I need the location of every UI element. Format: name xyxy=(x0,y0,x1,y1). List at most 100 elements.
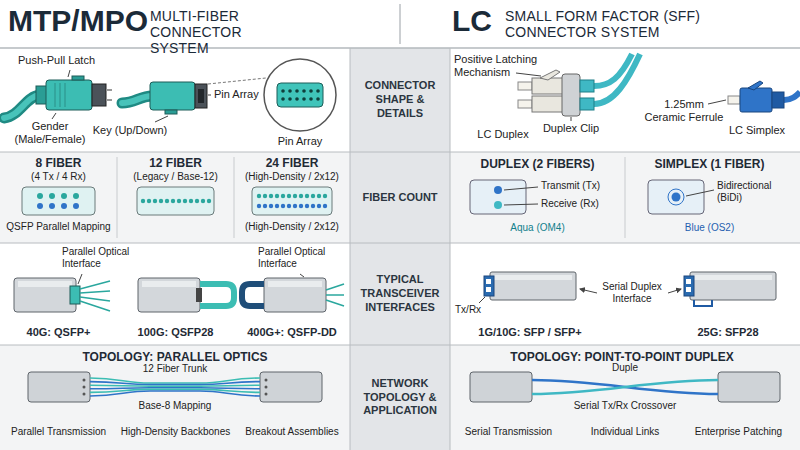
duplex-topology-part xyxy=(470,372,532,402)
mpo-female-connector-part xyxy=(122,96,152,103)
fiber-count-icons-part xyxy=(672,193,681,202)
pin-array-callout xyxy=(264,59,336,131)
label-text: Pin Array xyxy=(214,88,259,101)
label-text: Parallel Optical Interface xyxy=(62,246,147,270)
sfp-modules-part xyxy=(694,300,712,306)
row-header-cell: FIBER COUNT xyxy=(350,152,450,243)
fiber-count-icons-part xyxy=(141,199,211,203)
qsfp-modules-part xyxy=(80,291,110,293)
mpo-male-connector-part xyxy=(68,70,70,77)
fiber-count-icons-part xyxy=(668,189,684,205)
fiber-count-icons-part-part xyxy=(299,204,303,208)
fiber-count-icons-part xyxy=(22,187,95,215)
qsfp-modules-part xyxy=(196,288,202,302)
label-text: Serial Duplex Interface xyxy=(597,281,667,305)
label-text: Duplex Clip xyxy=(536,122,606,135)
label-text: Aqua (OM4) xyxy=(450,222,625,234)
mpo-female-connector-part xyxy=(195,84,207,108)
duplex-topology-part xyxy=(532,380,718,394)
label-text: LC Duplex xyxy=(468,128,538,141)
sfp-modules-part xyxy=(494,275,572,280)
fiber-count-icons-part-part xyxy=(275,204,279,208)
lc-duplex-connector-part xyxy=(594,54,640,104)
mpo-male-connector xyxy=(4,70,112,119)
label-text: Serial Tx/Rx Crossover xyxy=(565,400,685,412)
sfp-modules-part xyxy=(490,272,576,300)
background-grid-part xyxy=(0,345,800,346)
fiber-count-icons-part-part xyxy=(305,194,309,198)
duplex-topology-part xyxy=(718,372,780,402)
mpo-male-connector-part xyxy=(106,99,112,101)
sfp-modules-part xyxy=(668,289,681,293)
background-grid-part xyxy=(400,4,401,44)
qsfp-modules-part xyxy=(14,278,76,312)
label-text: Tx/Rx xyxy=(455,304,481,316)
pin-array-callout-part xyxy=(281,89,285,93)
parallel-topology-part xyxy=(83,379,86,382)
title-text: SMALL FORM FACTOR (SFF) CONNECTOR SYSTEM xyxy=(505,8,720,40)
pin-array-callout-part xyxy=(264,59,336,131)
label-text: Bidirectional (BiDi) xyxy=(717,180,795,204)
lc-duplex-connector-part xyxy=(571,117,572,121)
qsfp-modules-part xyxy=(80,281,110,289)
lc-duplex-connector-part xyxy=(562,74,580,116)
label-text: Positive Latching Mechanism xyxy=(454,53,549,79)
label-text: TOPOLOGY: PARALLEL OPTICS xyxy=(0,350,350,364)
label-text: Breakout Assemblies xyxy=(234,426,350,438)
fiber-count-icons-part-part xyxy=(147,199,151,203)
sfp-modules-part xyxy=(484,276,494,296)
fiber-count-icons-part-part xyxy=(287,194,291,198)
parallel-topology-part xyxy=(90,385,260,386)
sfp-modules-part xyxy=(686,287,691,292)
qsfp-modules-part xyxy=(80,297,110,301)
lc-duplex-connector-part xyxy=(518,82,532,90)
sfp-modules-part xyxy=(580,289,597,293)
lc-simplex-connector-part xyxy=(748,81,763,90)
label-text: 100G: QSFP28 xyxy=(117,326,234,339)
row-header-cell: NETWORK TOPOLOGY & APPLICATION xyxy=(350,345,450,450)
fiber-count-icons-part xyxy=(504,187,538,190)
parallel-topology-part xyxy=(90,391,260,396)
sfp-modules-part xyxy=(684,276,694,296)
qsfp-modules-part xyxy=(200,284,234,306)
background-grid-part xyxy=(0,243,800,244)
fiber-count-icons-part-part xyxy=(311,194,315,198)
label-text: Serial Transmission xyxy=(450,426,567,438)
label-text: (High-Density / 2x12) xyxy=(234,221,350,233)
label-text: Base-8 Mapping xyxy=(115,400,235,412)
mpo-male-connector-part xyxy=(4,95,40,118)
fiber-count-icons-part-part xyxy=(159,199,163,203)
row-header-cell: TYPICAL TRANSCEIVER INTERFACES xyxy=(350,243,450,345)
mpo-male-connector-part xyxy=(52,113,56,119)
mpo-male-connector-part xyxy=(55,83,56,107)
label-text: Key (Up/Down) xyxy=(90,124,170,137)
mpo-female-connector xyxy=(122,78,266,122)
label-text: 25G: SFP28 xyxy=(660,326,796,339)
sfp-modules-part xyxy=(694,275,772,280)
label-text: 1G/10G: SFP / SFP+ xyxy=(460,326,600,339)
parallel-topology-part xyxy=(28,372,90,402)
lc-duplex-connector-part xyxy=(516,73,541,76)
pin-array-callout-part xyxy=(309,97,313,101)
row-header-text: NETWORK TOPOLOGY & APPLICATION xyxy=(356,377,444,418)
fiber-count-icons-part xyxy=(49,193,55,199)
lc-simplex-connector-part xyxy=(708,100,726,104)
fiber-count-icons-part-part xyxy=(293,194,297,198)
fiber-count-icons-part-part xyxy=(317,194,321,198)
pin-array-callout-part xyxy=(295,97,299,101)
label-text: 40G: QSFP+ xyxy=(0,326,117,339)
fiber-count-icons-part xyxy=(37,203,43,209)
sfp-modules xyxy=(479,272,776,306)
parallel-topology-part xyxy=(90,382,260,385)
background-grid-part xyxy=(450,48,451,450)
label-text: 400G+: QSFP-DD xyxy=(234,326,350,339)
mpo-male-connector-part xyxy=(4,95,40,118)
pin-array-callout-part xyxy=(281,97,285,101)
parallel-topology-part xyxy=(83,393,86,396)
fiber-count-icons-part xyxy=(257,194,327,198)
qsfp-modules-part xyxy=(138,278,200,312)
label-text: DUPLEX (2 FIBERS) xyxy=(450,157,625,171)
background-grid-part xyxy=(0,47,800,49)
fiber-count-icons-part xyxy=(504,204,538,205)
